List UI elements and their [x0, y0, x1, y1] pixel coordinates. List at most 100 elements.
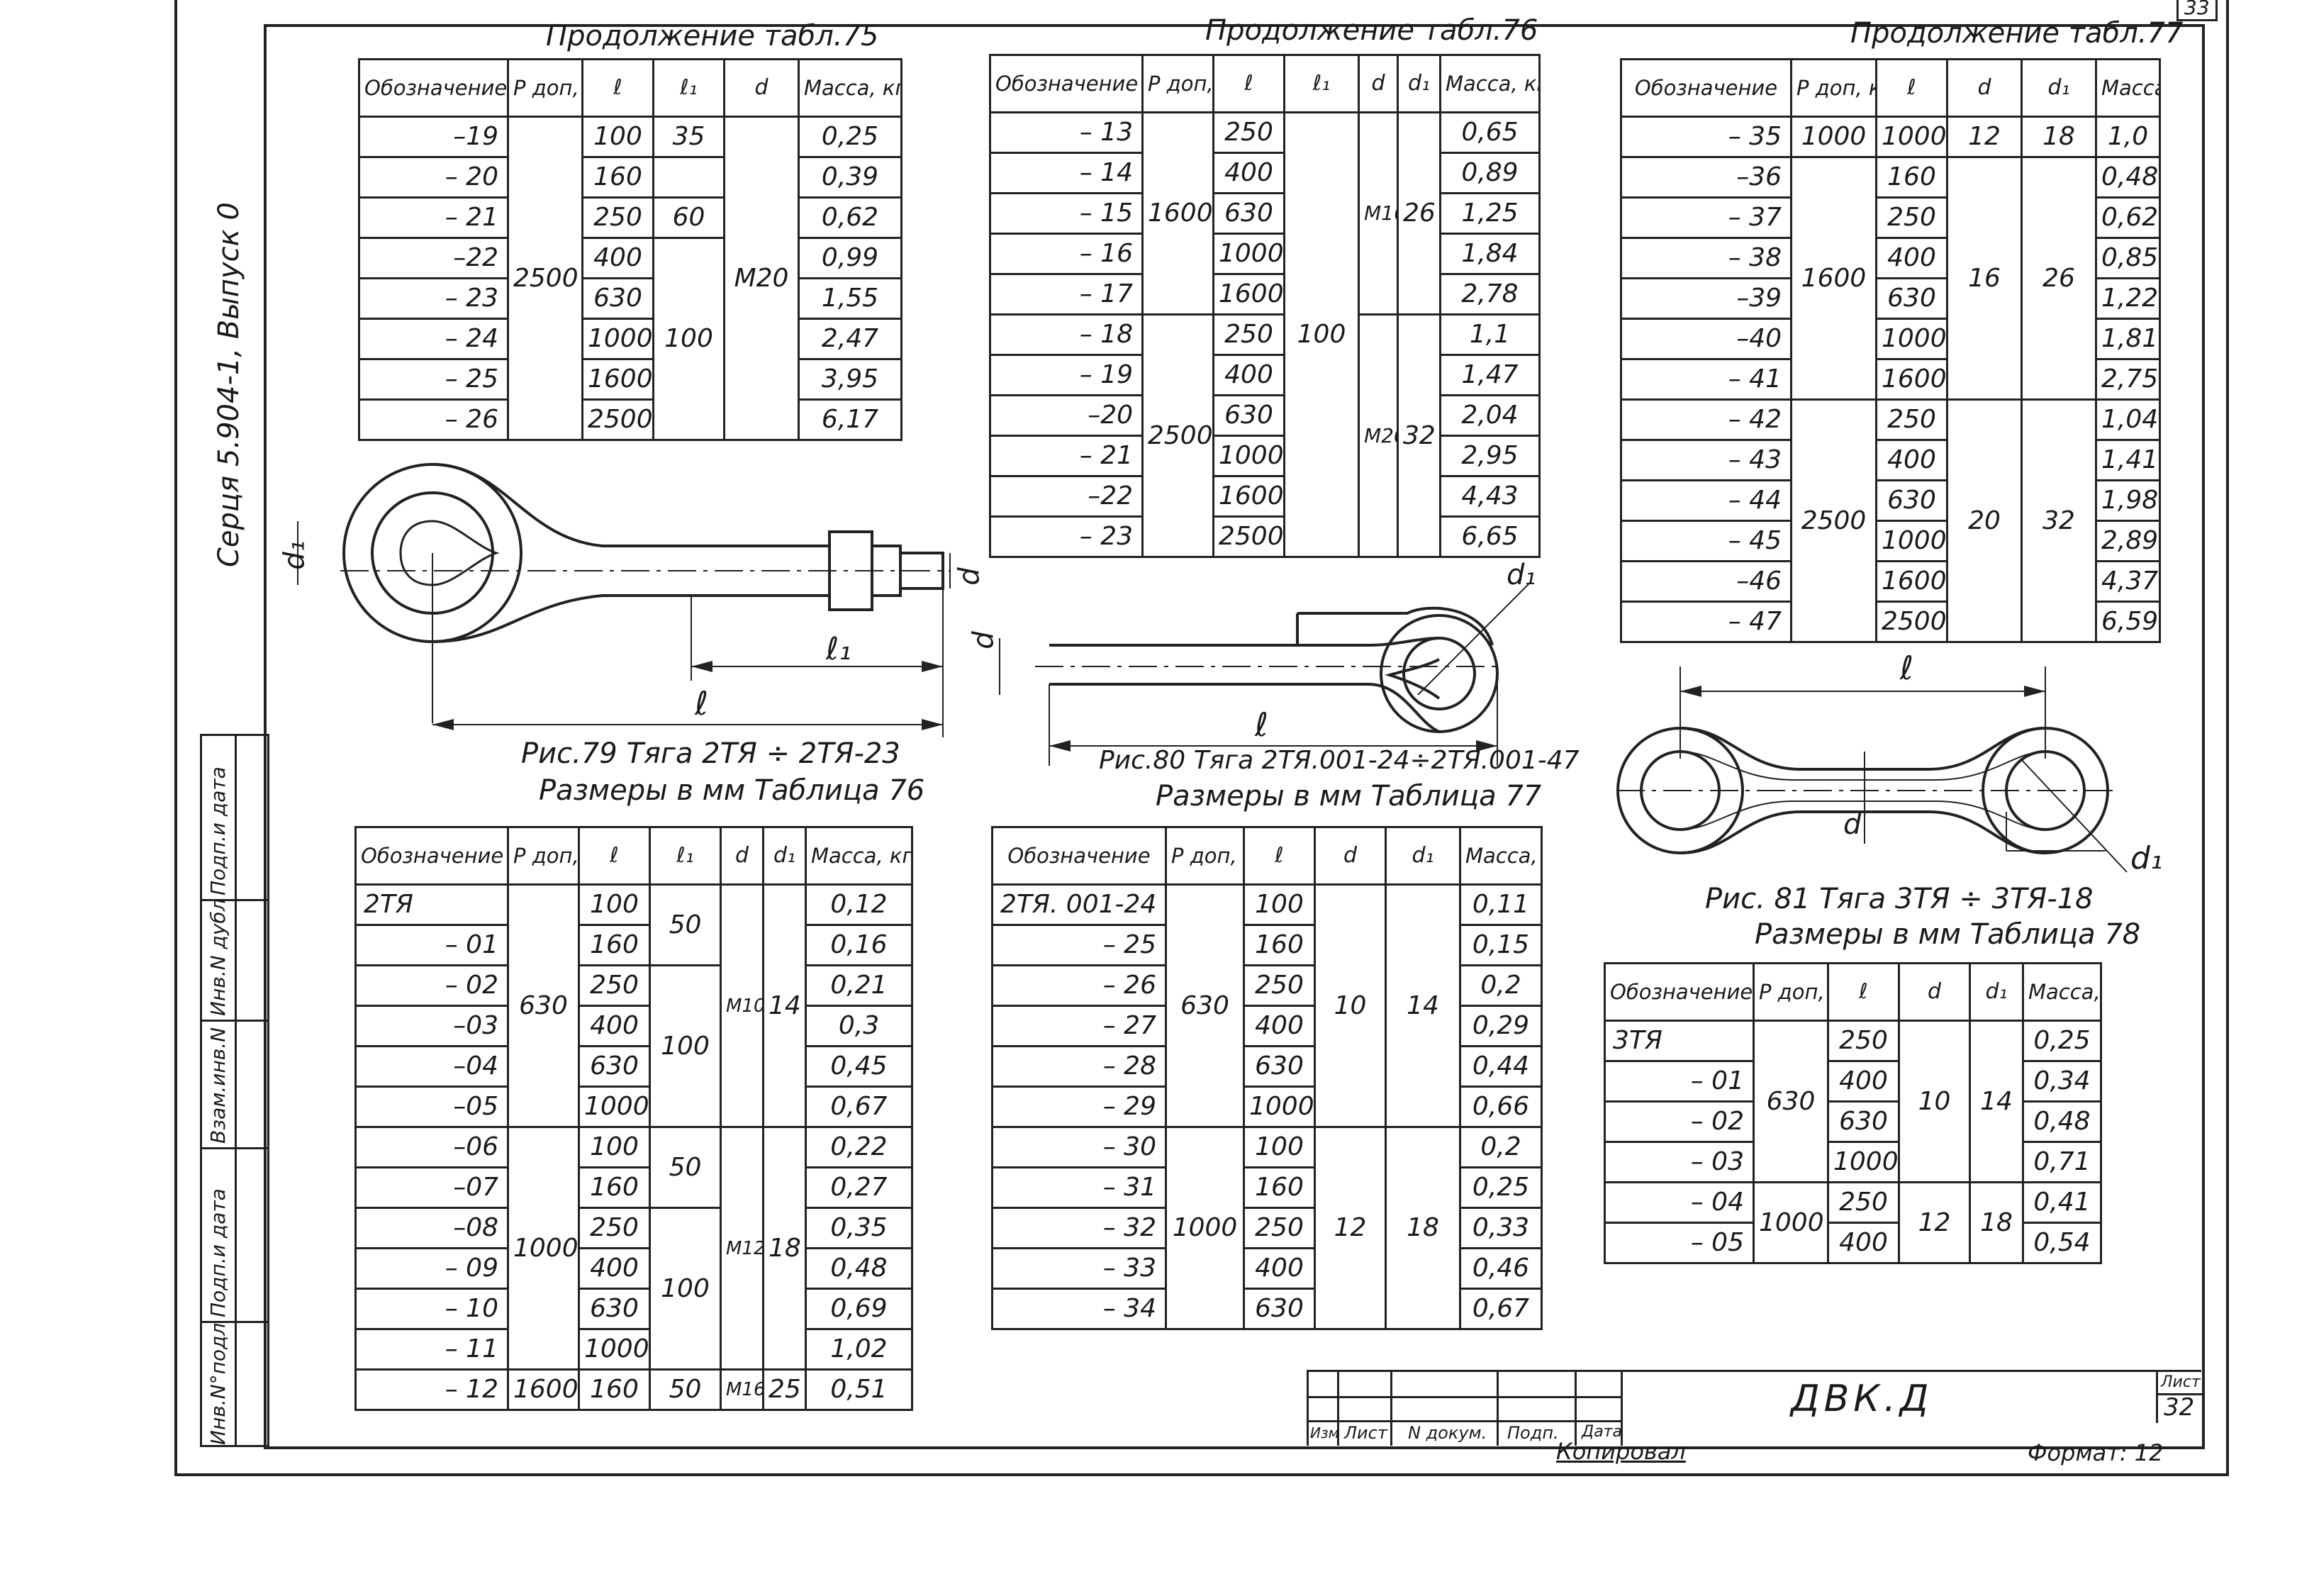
table-cell: – 21	[358, 196, 509, 239]
table-cell: 0,29	[1459, 1005, 1543, 1047]
table-cell: 400	[581, 237, 654, 279]
fig80-caption: Рис.80 Тяга 2ТЯ.001-24÷2ТЯ.001-47	[1099, 746, 1580, 775]
table-cell: 400	[1875, 439, 1948, 481]
table-cell: 0,44	[1459, 1045, 1543, 1088]
table-cell: 0,2	[1459, 1126, 1543, 1168]
inner-frame	[264, 24, 2205, 1449]
table-cell: 400	[1827, 1222, 1900, 1264]
stamp-col-doc: N докум.	[1408, 1423, 1487, 1443]
fig80-dim-l: ℓ	[1255, 705, 1269, 744]
col-header: Р доп, кгс	[1141, 54, 1214, 113]
table-cell: – 35	[1620, 116, 1792, 158]
table-cell: 0,67	[805, 1086, 913, 1128]
table-cell: 630	[1875, 277, 1948, 320]
table-cell: 1000	[1875, 318, 1948, 360]
table-cell: 0,45	[805, 1045, 913, 1088]
col-header: d₁	[762, 826, 807, 886]
col-header: ℓ₁	[649, 826, 722, 886]
table-cell: 0,99	[798, 237, 902, 279]
table-cell: 0,27	[805, 1166, 913, 1209]
corner-number: 33	[2176, 0, 2218, 21]
table-cell: 2500	[1790, 398, 1877, 643]
col-header: Масса, кг	[1439, 54, 1541, 113]
col-header: d₁	[1397, 54, 1441, 113]
table77a-title: Продолжение табл.77	[1850, 17, 2184, 50]
col-header: Обозначение	[989, 54, 1144, 113]
table-cell: 3ТЯ	[1604, 1020, 1755, 1062]
table-cell: 10	[1898, 1020, 1971, 1183]
table-cell: – 04	[1604, 1181, 1755, 1224]
table-cell: –36	[1620, 156, 1792, 199]
table-cell	[652, 156, 725, 199]
table-cell: – 34	[991, 1288, 1167, 1330]
table-cell: 20	[1946, 398, 2023, 643]
table-cell: 3,95	[798, 358, 902, 401]
table-cell: 630	[1212, 394, 1285, 437]
side-stamp: Инв.N°подл Подп.и дата Взам.инв.N Инв.N …	[200, 734, 269, 1447]
table-cell: – 43	[1620, 439, 1792, 481]
table-cell: 630	[1212, 192, 1285, 235]
table-cell: 6,59	[2095, 601, 2161, 643]
table-cell: – 38	[1620, 237, 1792, 279]
table-cell: 0,89	[1439, 152, 1541, 194]
sheet-number: 32	[2164, 1393, 2195, 1422]
table-cell: 0,11	[1459, 883, 1543, 926]
col-header: Масса, кг	[805, 826, 913, 886]
sheet-label: Лист	[2161, 1373, 2201, 1391]
table-cell: 18	[2021, 116, 2097, 158]
fig80-caption-2: Размеры в мм Таблица 77	[1156, 780, 1542, 813]
table-cell: 630	[578, 1045, 651, 1088]
table77-continued: Обозначение Р доп, кгс ℓ d d₁ Масса, кг …	[1620, 58, 2161, 643]
table-cell: 1000	[1212, 233, 1285, 275]
table-cell: – 23	[358, 277, 509, 320]
table-cell: 1600	[1212, 475, 1285, 518]
table-cell: 1000	[1875, 116, 1948, 158]
col-header: Р доп, кгс	[1165, 826, 1245, 886]
table-cell: 0,62	[2095, 196, 2161, 239]
table-cell: 100	[1243, 1126, 1316, 1168]
table-cell: 400	[1212, 354, 1285, 396]
table-cell: – 01	[354, 924, 509, 966]
table-cell: 400	[578, 1247, 651, 1290]
table-cell: 1000	[1243, 1086, 1316, 1128]
side-stamp-sign2: Подп.и дата	[206, 766, 230, 895]
table-cell: – 26	[991, 964, 1167, 1007]
fig79-drawing	[297, 463, 951, 737]
table-cell: 100	[1283, 111, 1360, 558]
table-cell: 1000	[507, 1126, 580, 1371]
table-cell: – 27	[991, 1005, 1167, 1047]
table-cell: 4,43	[1439, 475, 1541, 518]
table-cell: – 44	[1620, 479, 1792, 522]
table-cell: 1000	[1753, 1181, 1829, 1264]
table-cell: 0,25	[1459, 1166, 1543, 1209]
table-cell: – 12	[354, 1368, 509, 1411]
table-cell: 630	[1165, 883, 1245, 1128]
fig81-caption-2: Размеры в мм Таблица 78	[1755, 918, 2141, 951]
table-cell: – 41	[1620, 358, 1792, 401]
table-cell: –19	[358, 116, 509, 158]
table-cell: – 32	[991, 1207, 1167, 1249]
table-cell: M20	[723, 116, 800, 441]
series-label: Серця 5.904-1, Выпуск 0	[213, 202, 245, 567]
table-cell: 1000	[578, 1086, 651, 1128]
table-cell: 250	[1212, 313, 1285, 356]
table-cell: –08	[354, 1207, 509, 1249]
side-stamp-inv: Инв.N°подл	[206, 1322, 230, 1445]
table-cell: 2,95	[1439, 435, 1541, 477]
table-cell: – 25	[358, 358, 509, 401]
table-cell: 100	[578, 1126, 651, 1168]
table-cell: M16	[720, 1368, 764, 1411]
table-cell: 12	[1898, 1181, 1971, 1264]
table-cell: – 01	[1604, 1060, 1755, 1103]
table-cell: 0,25	[2022, 1020, 2102, 1062]
table-cell: 12	[1314, 1126, 1387, 1330]
table-cell: 2ТЯ. 001-24	[991, 883, 1167, 926]
table-cell: M12	[720, 1126, 764, 1371]
table-cell: 0,15	[1459, 924, 1543, 966]
table-cell: 50	[649, 1126, 722, 1209]
side-stamp-replace: Взам.инв.N	[206, 1027, 230, 1144]
table-cell: 0,85	[2095, 237, 2161, 279]
table-cell: 0,41	[2022, 1181, 2102, 1224]
table-cell: M16	[1358, 111, 1399, 316]
table-cell: 1000	[1212, 435, 1285, 477]
